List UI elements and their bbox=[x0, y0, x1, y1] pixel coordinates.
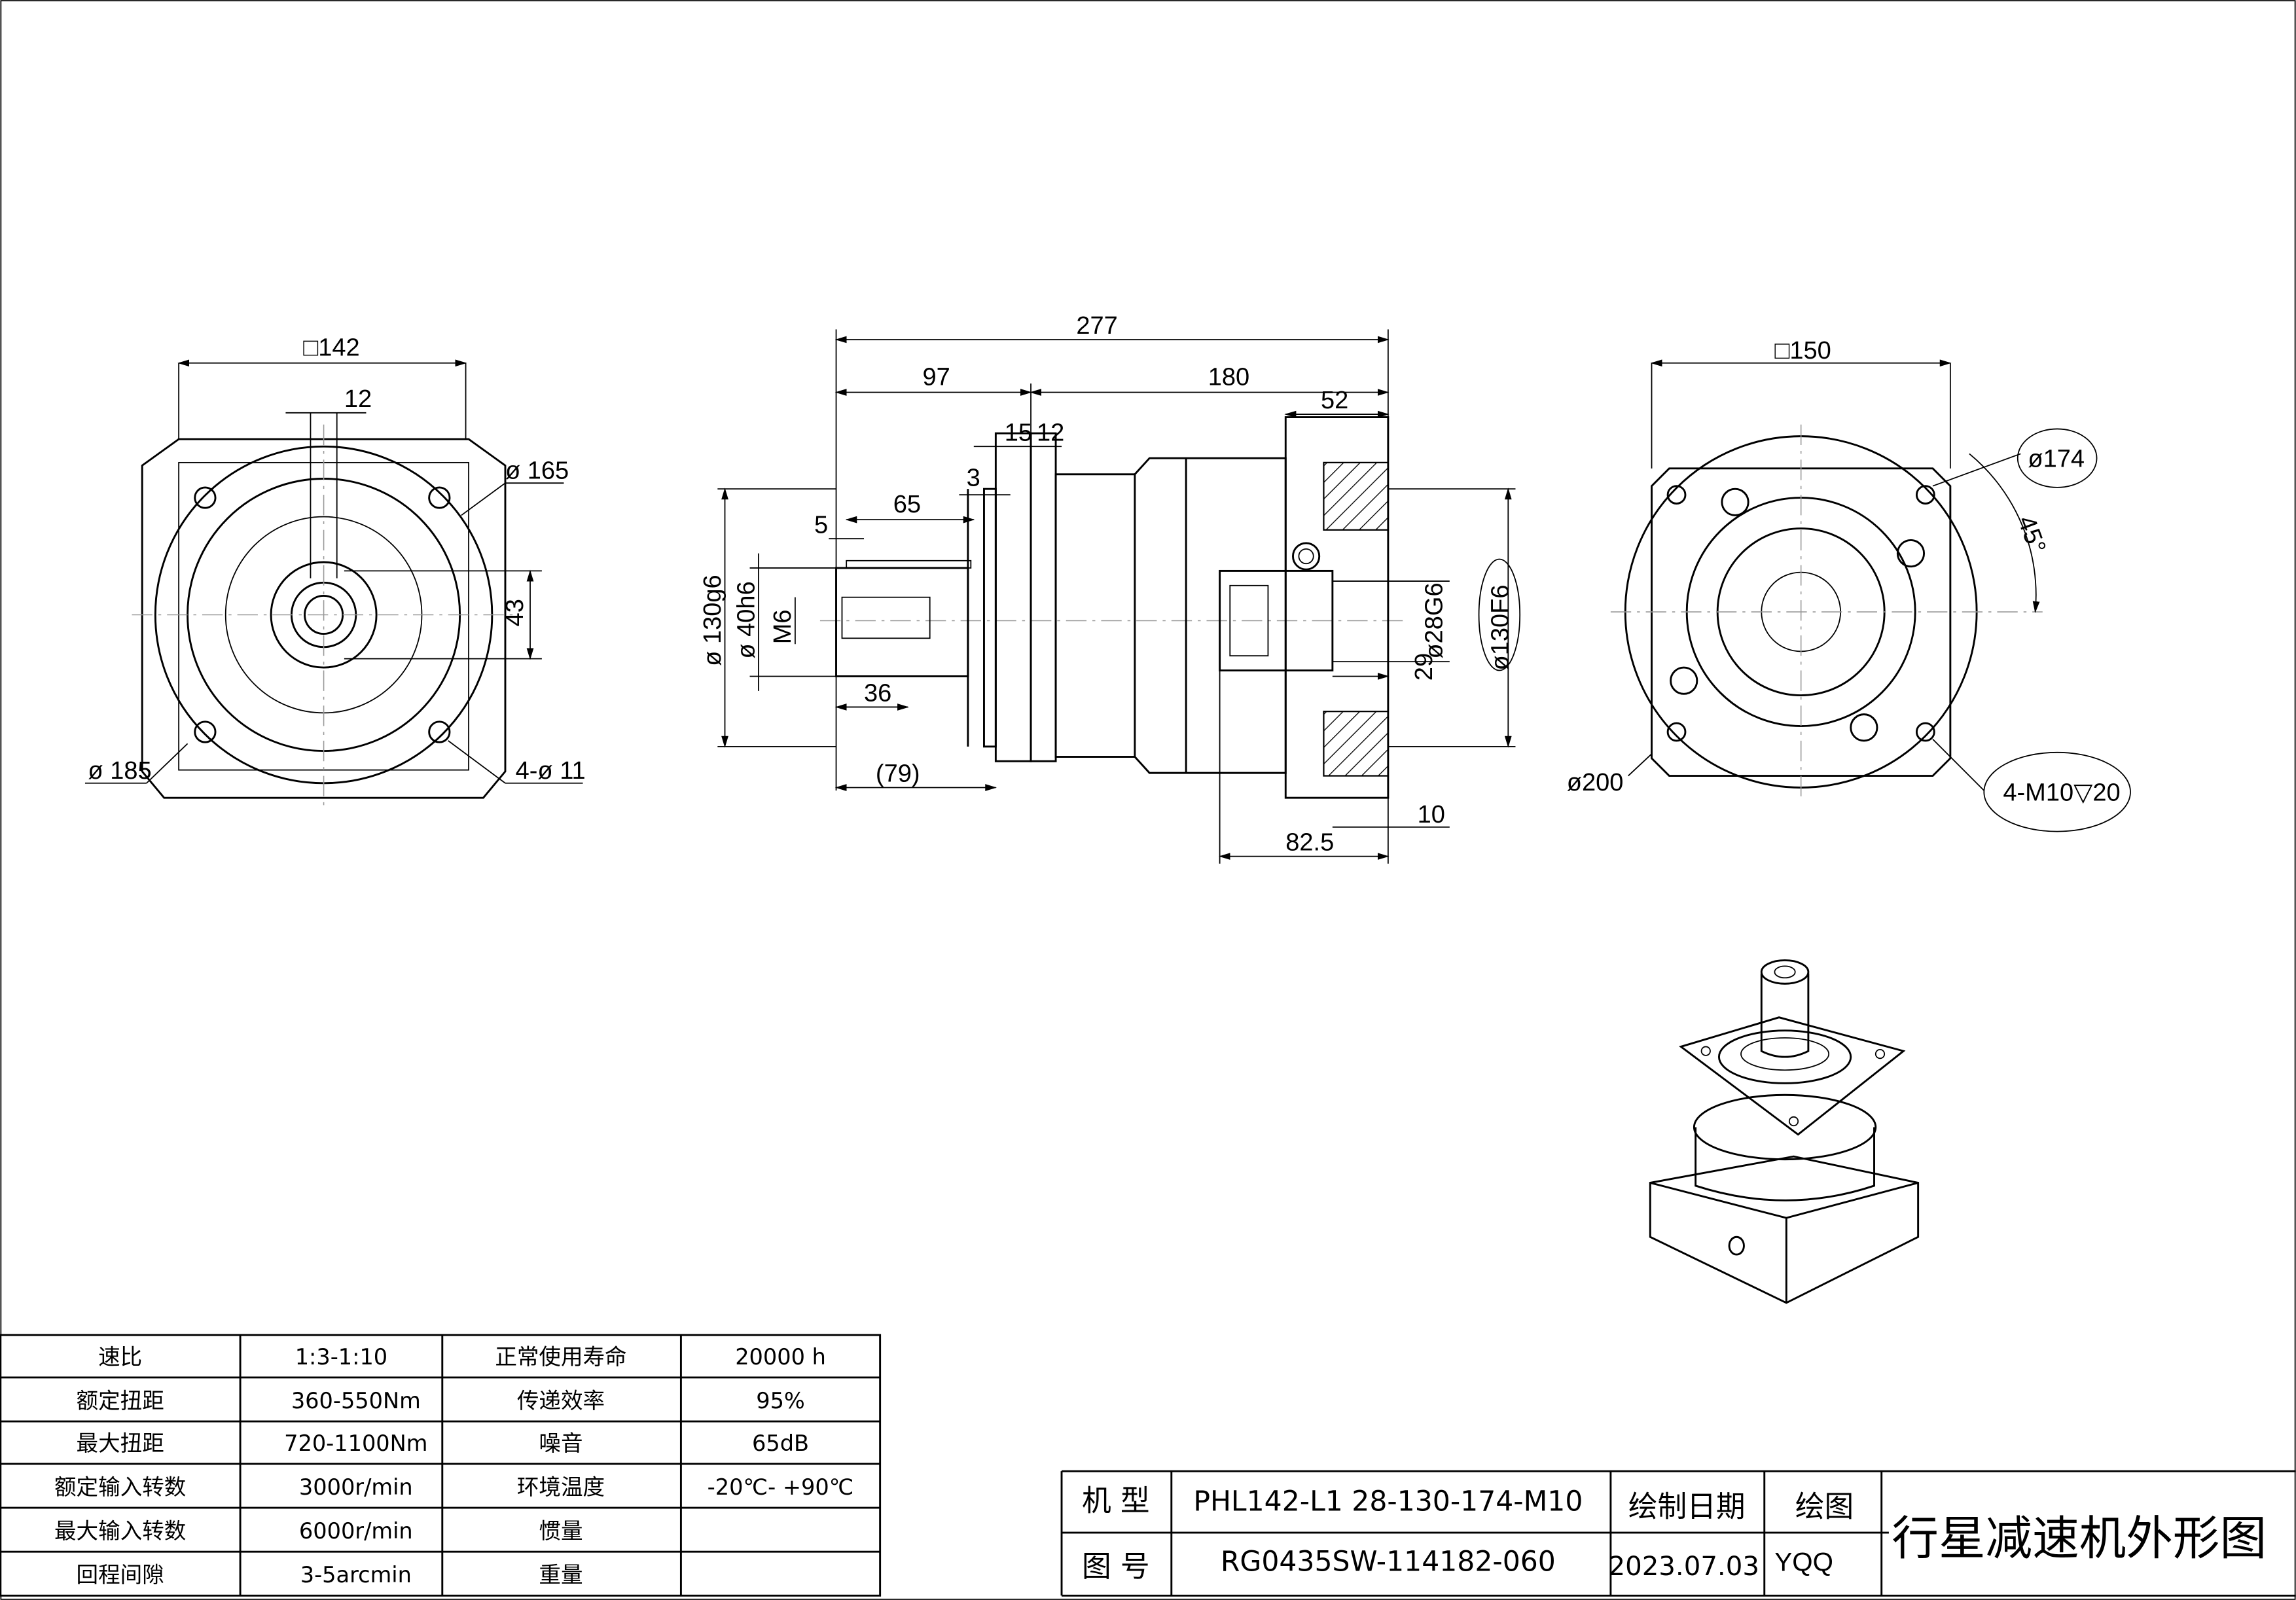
spec-row: 最大扭距 720-1100Nm 噪音 65dB bbox=[77, 1431, 809, 1456]
dim-body-180: 180 bbox=[1208, 363, 1249, 391]
table-cell: 6000r/min bbox=[299, 1518, 413, 1544]
table-cell: 环境温度 bbox=[517, 1474, 605, 1500]
dim-rear-52: 52 bbox=[1321, 387, 1348, 414]
date-value: 2023.07.03 bbox=[1608, 1552, 1759, 1582]
table-cell: 传递效率 bbox=[517, 1388, 605, 1413]
table-cell: 额定输入转数 bbox=[54, 1474, 186, 1500]
dim-thread-depth-36: 36 bbox=[864, 680, 891, 707]
dim-holes-4-11: 4-ø 11 bbox=[516, 757, 586, 785]
model-label: 机 型 bbox=[1082, 1484, 1150, 1518]
model-value: PHL142-L1 28-130-174-M10 bbox=[1193, 1486, 1583, 1518]
dim-spigot-130f6: ø130F6 bbox=[1486, 585, 1514, 671]
dim-shaft-40h6: ø 40h6 bbox=[732, 581, 760, 658]
dim-bore-28g6: ø28G6 bbox=[1421, 582, 1448, 658]
table-cell: 3000r/min bbox=[299, 1474, 413, 1500]
dim-recess-10: 10 bbox=[1418, 801, 1445, 828]
table-cell: 720-1100Nm bbox=[284, 1431, 427, 1456]
table-cell: 最大扭距 bbox=[77, 1431, 164, 1456]
spec-row: 额定输入转数 3000r/min 环境温度 -20℃- +90℃ bbox=[54, 1474, 853, 1500]
dim-square-150: □150 bbox=[1774, 337, 1831, 364]
dim-bore-len-82-5: 82.5 bbox=[1285, 829, 1334, 857]
input-end-view: □142 12 ø 165 43 ø 185 4-ø 11 bbox=[84, 334, 586, 806]
spec-row: 最大输入转数 6000r/min 惯量 bbox=[54, 1518, 583, 1544]
date-label: 绘制日期 bbox=[1628, 1489, 1746, 1523]
table-cell: 重量 bbox=[539, 1562, 583, 1588]
spec-row: 回程间隙 3-5arcmin 重量 bbox=[77, 1562, 583, 1588]
dim-input-97: 97 bbox=[923, 363, 950, 391]
table-cell: -20℃- +90℃ bbox=[708, 1474, 854, 1500]
dim-key-offset-5: 5 bbox=[814, 511, 828, 539]
table-cell: 20000 h bbox=[735, 1344, 826, 1370]
table-cell: 正常使用寿命 bbox=[495, 1344, 626, 1370]
spec-row: 额定扭距 360-550Nm 传递效率 95% bbox=[77, 1388, 805, 1413]
title-block: 机 型 PHL142-L1 28-130-174-M10 绘制日期 绘图 图 号… bbox=[1060, 1470, 2296, 1597]
dim-pilot-130g6: ø 130g6 bbox=[699, 575, 726, 666]
drawing-no-value: RG0435SW-114182-060 bbox=[1221, 1546, 1556, 1578]
table-cell: 1:3-1:10 bbox=[295, 1344, 387, 1370]
dim-pcd-165: ø 165 bbox=[505, 457, 569, 484]
table-cell: 速比 bbox=[98, 1344, 142, 1370]
dim-square-142: □142 bbox=[303, 334, 359, 362]
dim-holes-m10: 4-M10▽20 bbox=[2003, 779, 2120, 807]
dim-3: 3 bbox=[967, 465, 980, 492]
dim-shaft-len-79: (79) bbox=[876, 760, 920, 788]
dim-outer-185: ø 185 bbox=[88, 757, 151, 785]
table-cell: 65dB bbox=[752, 1431, 809, 1456]
dim-key-65: 65 bbox=[893, 491, 921, 518]
dim-outer-200: ø200 bbox=[1567, 769, 1624, 796]
dim-angle-45: 45° bbox=[2012, 512, 2051, 557]
dim-pcd-174: ø174 bbox=[2028, 446, 2085, 473]
dim-key-width: 12 bbox=[344, 385, 372, 413]
table-cell: 3-5arcmin bbox=[300, 1562, 412, 1588]
dim-12: 12 bbox=[1037, 419, 1064, 446]
dim-15: 15 bbox=[1005, 419, 1032, 446]
table-cell: 额定扭距 bbox=[77, 1388, 164, 1413]
drawer-value: YQQ bbox=[1774, 1547, 1833, 1576]
drawer-label: 绘图 bbox=[1795, 1489, 1854, 1523]
dim-overall-277: 277 bbox=[1076, 312, 1117, 340]
dim-height-43: 43 bbox=[501, 599, 529, 626]
table-cell: 噪音 bbox=[539, 1431, 583, 1456]
drawing-title: 行星减速机外形图 bbox=[1892, 1512, 2267, 1566]
table-cell: 回程间隙 bbox=[77, 1562, 164, 1588]
output-end-view: □150 ø174 45° ø200 4-M10▽20 bbox=[1567, 337, 2131, 832]
dim-bore-depth-29: 29 bbox=[1410, 653, 1438, 681]
table-cell: 360-550Nm bbox=[291, 1388, 421, 1413]
isometric-view bbox=[1649, 959, 1920, 1304]
dim-thread-m6: M6 bbox=[769, 609, 797, 644]
spec-table: 速比 1:3-1:10 正常使用寿命 20000 h 额定扭距 360-550Nm 传递效… bbox=[0, 1334, 882, 1597]
table-cell: 最大输入转数 bbox=[54, 1518, 186, 1544]
table-cell: 95% bbox=[756, 1388, 805, 1413]
drawing-no-label: 图 号 bbox=[1082, 1549, 1150, 1584]
spec-row: 速比 1:3-1:10 正常使用寿命 20000 h bbox=[98, 1344, 826, 1370]
table-cell: 惯量 bbox=[539, 1518, 583, 1544]
side-view: 277 97 180 52 15 12 3 65 5 ø 130g6 ø 40h… bbox=[699, 312, 1521, 864]
